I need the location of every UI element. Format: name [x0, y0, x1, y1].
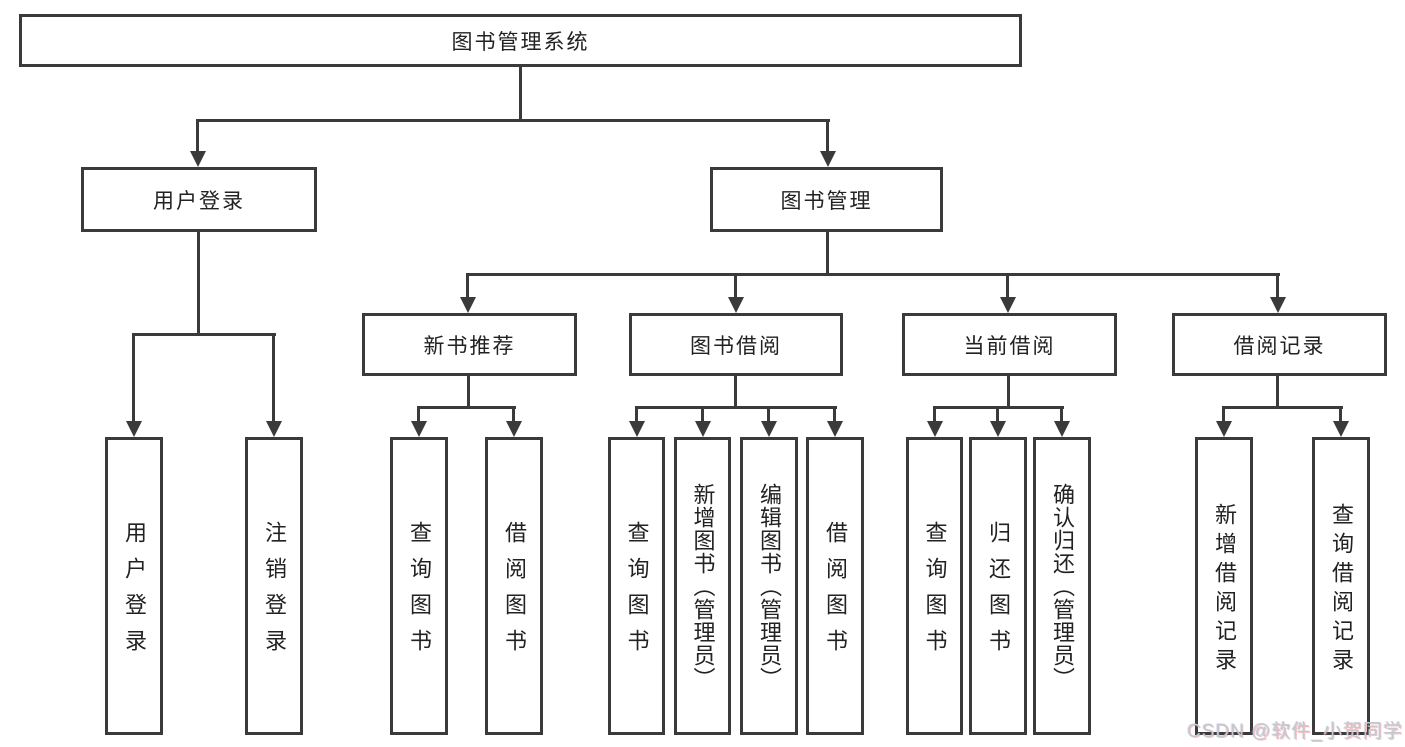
node-root: 图书管理系统 [19, 14, 1022, 67]
connector-root-stem [519, 67, 522, 119]
arrow-line [933, 406, 936, 422]
leaf-query-borrow-record: 查询借阅记录 [1312, 437, 1370, 735]
arrow-head-icon [820, 151, 836, 167]
connector-borrowing-bar [635, 406, 837, 409]
arrow-line [272, 333, 275, 422]
arrow-line [1060, 406, 1063, 422]
connector-new-book-stem [467, 376, 470, 406]
leaf-borrow-books-2: 借阅图书 [806, 437, 864, 735]
leaf-edit-books-admin: 编辑图书（管理员） [740, 437, 798, 735]
leaf-confirm-return-admin: 确认归还（管理员） [1033, 437, 1091, 735]
arrow-head-icon [927, 421, 943, 437]
leaf-borrow-books-2-label: 借阅图书 [823, 521, 848, 665]
leaf-add-borrow-record-label: 新增借阅记录 [1212, 502, 1237, 677]
leaf-query-borrow-record-label: 查询借阅记录 [1329, 502, 1354, 677]
arrow-line [767, 406, 770, 422]
leaf-confirm-return-admin-label: 确认归还（管理员） [1050, 482, 1075, 690]
node-book-management: 图书管理 [710, 167, 943, 232]
arrow-head-icon [761, 421, 777, 437]
node-new-book-recommend-label: 新书推荐 [423, 334, 516, 358]
arrow-head-icon [1000, 297, 1016, 313]
leaf-query-books-3: 查询图书 [906, 437, 963, 735]
node-book-borrowing: 图书借阅 [629, 313, 843, 376]
arrow-head-icon [629, 421, 645, 437]
leaf-query-books-2-label: 查询图书 [624, 521, 650, 665]
connector-borrowing-stem [734, 376, 737, 406]
arrow-head-icon [695, 421, 711, 437]
arrow-head-icon [1054, 421, 1070, 437]
leaf-logout-label: 注销登录 [262, 521, 287, 665]
leaf-return-books: 归还图书 [969, 437, 1027, 735]
arrow-head-icon [126, 421, 142, 437]
connector-user-login-bar [132, 333, 276, 336]
arrow-head-icon [506, 421, 522, 437]
arrow-line [635, 406, 638, 422]
connector-current-stem [1007, 376, 1010, 406]
arrow-line [996, 406, 999, 422]
arrow-head-icon [460, 297, 476, 313]
arrow-line [466, 273, 469, 298]
arrow-line [833, 406, 836, 422]
arrow-line [196, 119, 199, 152]
arrow-head-icon [728, 297, 744, 313]
node-borrow-records: 借阅记录 [1172, 313, 1387, 376]
arrow-line [1222, 406, 1225, 422]
arrow-head-icon [1270, 297, 1286, 313]
connector-records-bar [1222, 406, 1343, 409]
connector-level1-bar [197, 119, 830, 122]
arrow-head-icon [1216, 421, 1232, 437]
arrow-line [826, 119, 829, 152]
connector-book-mgmt-bar [466, 273, 1280, 276]
node-user-login: 用户登录 [81, 167, 317, 232]
node-user-login-label: 用户登录 [153, 189, 245, 213]
connector-book-mgmt-stem [826, 232, 829, 273]
connector-user-login-stem [197, 232, 200, 333]
arrow-line [1339, 406, 1342, 422]
leaf-return-books-label: 归还图书 [986, 521, 1011, 665]
arrow-line [512, 406, 515, 422]
leaf-borrow-books-1-label: 借阅图书 [502, 521, 527, 665]
leaf-query-books-3-label: 查询图书 [922, 521, 948, 665]
leaf-add-books-admin: 新增图书（管理员） [674, 437, 731, 735]
leaf-logout: 注销登录 [245, 437, 303, 735]
leaf-query-books-1: 查询图书 [390, 437, 448, 735]
arrow-head-icon [190, 151, 206, 167]
connector-new-book-bar [417, 406, 516, 409]
leaf-edit-books-admin-label: 编辑图书（管理员） [757, 482, 782, 690]
node-root-label: 图书管理系统 [451, 30, 590, 54]
leaf-query-books-1-label: 查询图书 [407, 521, 432, 665]
arrow-head-icon [1333, 421, 1349, 437]
node-book-management-label: 图书管理 [780, 189, 873, 213]
leaf-user-login-label: 用户登录 [122, 521, 147, 665]
arrow-line [417, 406, 420, 422]
arrow-head-icon [266, 421, 282, 437]
node-current-borrowing-label: 当前借阅 [963, 334, 1056, 358]
node-current-borrowing: 当前借阅 [902, 313, 1117, 376]
csdn-watermark: CSDN @软件_小贺同学 [1187, 721, 1403, 742]
node-book-borrowing-label: 图书借阅 [690, 334, 782, 358]
arrow-head-icon [990, 421, 1006, 437]
arrow-line [1276, 273, 1279, 298]
arrow-head-icon [411, 421, 427, 437]
arrow-head-icon [827, 421, 843, 437]
node-new-book-recommend: 新书推荐 [362, 313, 577, 376]
arrow-line [132, 333, 135, 422]
connector-records-stem [1276, 376, 1279, 406]
arrow-line [1006, 273, 1009, 298]
arrow-line [734, 273, 737, 298]
arrow-line [701, 406, 704, 422]
leaf-borrow-books-1: 借阅图书 [485, 437, 543, 735]
leaf-add-books-admin-label: 新增图书（管理员） [690, 482, 716, 690]
node-borrow-records-label: 借阅记录 [1233, 334, 1326, 358]
leaf-add-borrow-record: 新增借阅记录 [1195, 437, 1253, 735]
leaf-query-books-2: 查询图书 [608, 437, 665, 735]
leaf-user-login: 用户登录 [105, 437, 163, 735]
